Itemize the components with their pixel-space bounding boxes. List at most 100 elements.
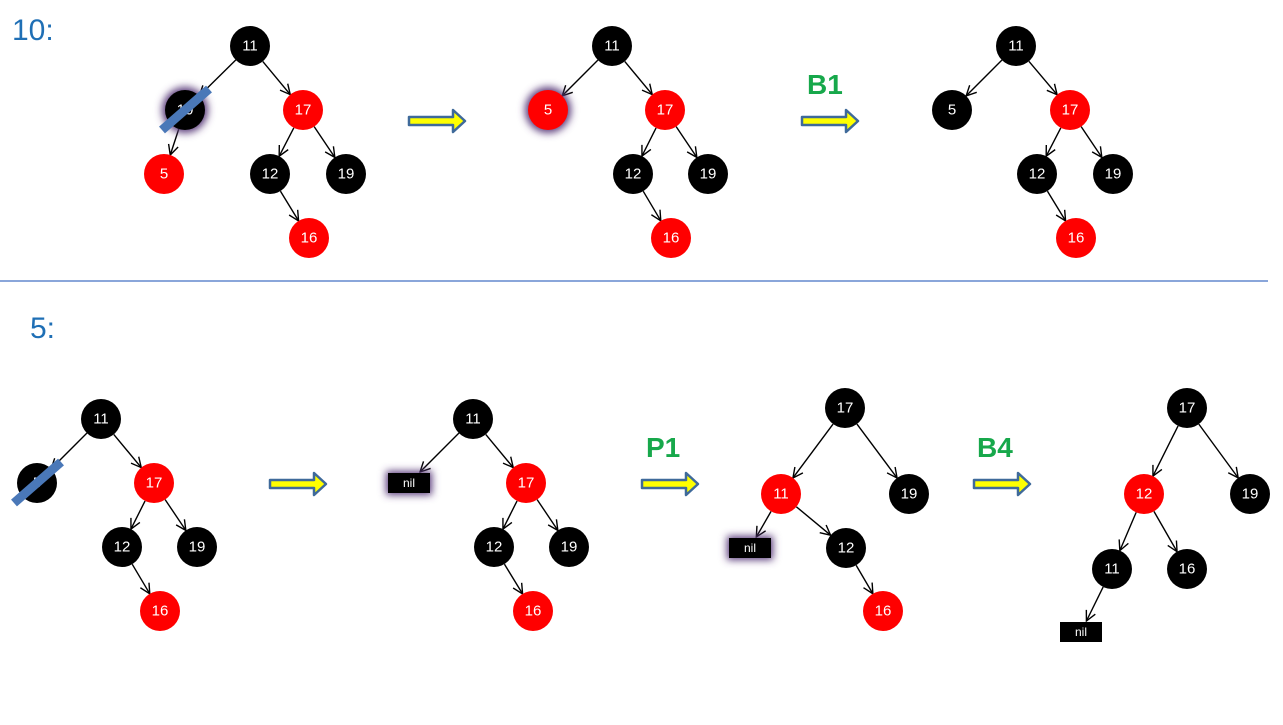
tree-node-black: 12 — [250, 154, 290, 194]
tree-edge — [503, 500, 518, 529]
tree-node-black: 11 — [230, 26, 270, 66]
tree-node-red: 11 — [761, 474, 801, 514]
tree-edge — [313, 126, 335, 158]
node-circle — [177, 527, 217, 567]
node-circle — [513, 591, 553, 631]
node-label: 19 — [561, 539, 578, 556]
tree-edge — [1046, 190, 1065, 221]
node-label: 12 — [1029, 166, 1046, 183]
node-label: 16 — [1068, 230, 1085, 247]
tree-node-black: 17 — [1167, 388, 1207, 428]
tree-node-black: 12 — [1017, 154, 1057, 194]
node-circle — [1124, 474, 1164, 514]
node-label: 12 — [1136, 486, 1153, 503]
tree-node-red: 17 — [283, 90, 323, 130]
tree-t10a-edges — [170, 59, 335, 221]
tree-node-red: 17 — [1050, 90, 1090, 130]
node-label: 16 — [525, 603, 542, 620]
tree-node-red: 12 — [1124, 474, 1164, 514]
transition-arrow: B1 — [800, 69, 860, 134]
tree-edge — [131, 500, 146, 529]
node-circle — [528, 90, 568, 130]
tree-node-red: 16 — [140, 591, 180, 631]
node-circle — [825, 388, 865, 428]
nil-box — [1060, 622, 1102, 642]
node-circle — [474, 527, 514, 567]
tree-edge — [562, 59, 599, 96]
node-label: 17 — [146, 475, 163, 492]
tree-edge — [624, 60, 652, 94]
node-label: 19 — [1242, 486, 1259, 503]
tree-node-red: 16 — [289, 218, 329, 258]
node-label: 16 — [663, 230, 680, 247]
tree-node-red: 16 — [651, 218, 691, 258]
node-label: 11 — [93, 411, 109, 428]
node-label: 5 — [544, 102, 552, 119]
tree-node-red: 16 — [1056, 218, 1096, 258]
node-label: 12 — [486, 539, 503, 556]
node-label: 19 — [901, 486, 918, 503]
tree-edge — [1198, 423, 1238, 478]
tree-edge — [279, 127, 295, 156]
node-label: 12 — [114, 539, 131, 556]
node-circle — [230, 26, 270, 66]
tree-node-red: 16 — [513, 591, 553, 631]
node-label: 17 — [295, 102, 312, 119]
tree-edge — [536, 499, 558, 531]
node-circle — [889, 474, 929, 514]
tree-node-red: 5 — [525, 87, 571, 133]
tree-edge — [756, 510, 772, 537]
node-label: 11 — [604, 38, 620, 55]
tree-edge — [503, 563, 522, 594]
tree-edge — [1153, 511, 1177, 551]
section-label-delete-10: 10: — [12, 14, 54, 47]
transition-label: B4 — [977, 432, 1013, 463]
node-circle — [549, 527, 589, 567]
tree-edge — [795, 506, 830, 535]
node-label: 16 — [875, 603, 892, 620]
arrow-shape — [972, 471, 1032, 497]
tree-node-black: 19 — [1093, 154, 1133, 194]
tree-edge — [485, 433, 513, 467]
node-label: 17 — [1179, 400, 1196, 417]
tree-node-black: 11 — [1092, 549, 1132, 589]
node-circle — [134, 463, 174, 503]
node-label: 11 — [242, 38, 258, 55]
arrow-shape — [407, 108, 467, 134]
node-label: 17 — [657, 102, 674, 119]
tree-node-black: 11 — [453, 399, 493, 439]
deletion-strike — [159, 85, 212, 134]
node-circle — [1050, 90, 1090, 130]
node-circle — [996, 26, 1036, 66]
node-circle — [289, 218, 329, 258]
node-label: 5 — [160, 166, 168, 183]
node-circle — [826, 528, 866, 568]
node-label: 19 — [338, 166, 355, 183]
tree-node-black: 11 — [592, 26, 632, 66]
tree-node-black: 19 — [889, 474, 929, 514]
node-label: 12 — [262, 166, 279, 183]
node-circle — [592, 26, 632, 66]
tree-edge — [1086, 586, 1104, 621]
arrow-shape — [800, 108, 860, 134]
transition-label: B1 — [807, 69, 843, 100]
node-label: 19 — [700, 166, 717, 183]
node-label: nil — [1075, 625, 1087, 639]
tree-node-red: 5 — [144, 154, 184, 194]
transition-arrow — [407, 108, 467, 134]
node-circle — [250, 154, 290, 194]
node-circle — [1017, 154, 1057, 194]
node-label: nil — [403, 476, 415, 490]
tree-edge — [420, 432, 460, 472]
transition-arrow: P1 — [640, 432, 700, 497]
tree-node-black: 19 — [326, 154, 366, 194]
tree-edge — [1080, 126, 1102, 158]
tree-edge — [675, 126, 697, 158]
nil-box — [388, 473, 430, 493]
